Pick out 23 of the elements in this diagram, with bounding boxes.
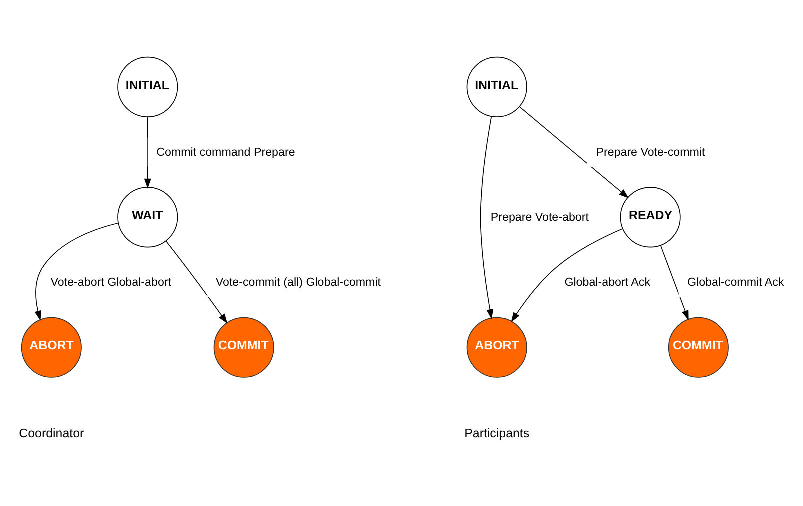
- edge-label: Commit command Prepare: [156, 145, 296, 158]
- node-circle: INITIAL: [118, 56, 178, 117]
- arrow: [34, 222, 119, 320]
- arrow: [144, 116, 152, 188]
- edge-label: Vote-abort Global-abort: [50, 276, 172, 289]
- edge-label: Prepare Vote-commit: [596, 145, 706, 158]
- label: Coordinator: [19, 426, 84, 440]
- node-circle: COMMIT: [214, 316, 274, 378]
- arrow: [519, 106, 630, 198]
- node-circle: ABORT: [21, 316, 82, 378]
- edge-label: Global-commit Ack: [687, 276, 784, 289]
- node-circle: INITIAL: [466, 56, 528, 117]
- arrow: [660, 244, 689, 320]
- label: Participants: [464, 426, 530, 440]
- arrow: [166, 240, 228, 324]
- edge-label: Vote-commit (all) Global-commit: [216, 276, 382, 289]
- arrow: [480, 116, 494, 319]
- node-circle: WAIT: [118, 186, 178, 248]
- edge-label: Prepare Vote-abort: [490, 210, 589, 224]
- node-circle: COMMIT: [668, 316, 729, 378]
- arrow: [511, 228, 624, 322]
- edge-label: Global-abort Ack: [564, 276, 651, 289]
- node-circle: ABORT: [466, 316, 528, 378]
